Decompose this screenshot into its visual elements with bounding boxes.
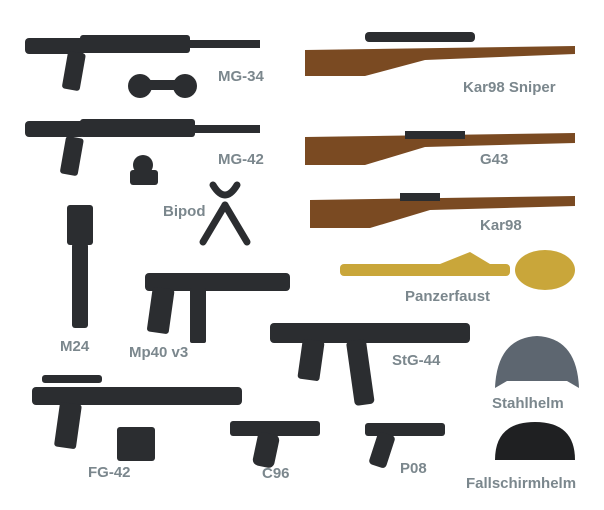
mg34-icon xyxy=(25,30,265,100)
label-panzerfaust: Panzerfaust xyxy=(405,288,491,305)
label-kar98: Kar98 xyxy=(480,217,522,234)
label-m24: M24 xyxy=(60,338,90,355)
label-mp40: Mp40 v3 xyxy=(129,344,189,361)
stg44-icon xyxy=(270,315,475,410)
label-fallschirmhelm: Fallschirmhelm xyxy=(466,475,577,492)
stahlhelm-icon xyxy=(487,333,587,393)
kar98-sniper-icon xyxy=(305,30,580,80)
mp40-icon xyxy=(145,268,295,358)
label-stg44: StG-44 xyxy=(392,352,441,369)
mg42-icon xyxy=(25,115,265,190)
fg42-icon xyxy=(32,375,247,465)
bipod-icon xyxy=(195,180,255,250)
kar98-icon xyxy=(310,188,580,233)
label-p08: P08 xyxy=(400,460,427,477)
label-kar98-sniper: Kar98 Sniper xyxy=(463,79,556,96)
fallschirmhelm-icon xyxy=(490,420,580,465)
label-fg42: FG-42 xyxy=(88,464,131,481)
g43-icon xyxy=(305,125,580,170)
panzerfaust-icon xyxy=(340,250,580,295)
label-mg42: MG-42 xyxy=(218,151,264,168)
label-g43: G43 xyxy=(480,151,509,168)
m24-grenade-icon xyxy=(65,205,95,330)
p08-icon xyxy=(365,420,450,470)
c96-icon xyxy=(230,418,325,468)
label-mg34: MG-34 xyxy=(218,68,264,85)
label-c96: C96 xyxy=(262,465,290,482)
label-bipod: Bipod xyxy=(163,203,206,220)
label-stahlhelm: Stahlhelm xyxy=(492,395,564,412)
